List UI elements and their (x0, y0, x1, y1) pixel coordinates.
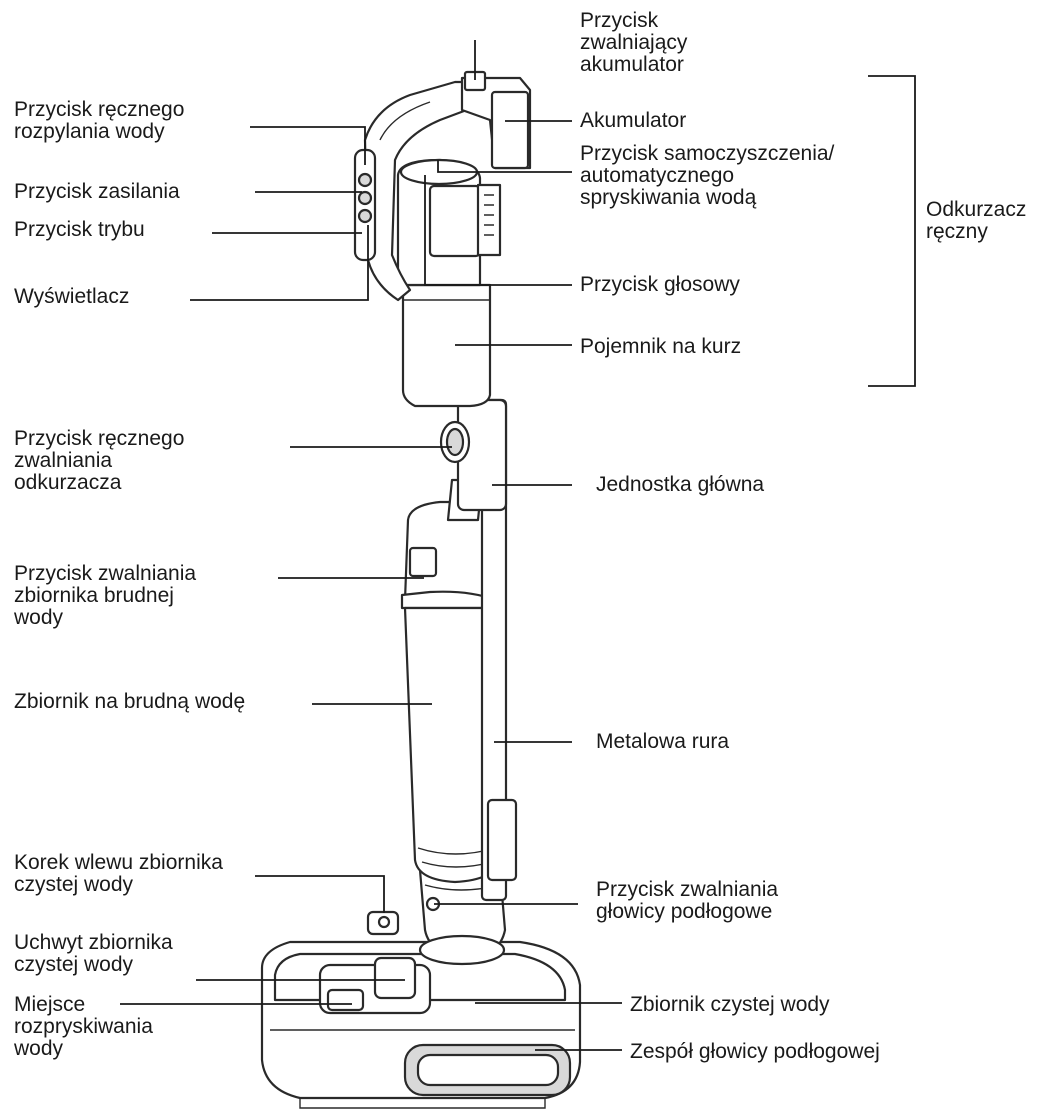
handheld-drawing (353, 70, 532, 408)
label-voice: Przycisk głosowy (580, 273, 740, 296)
label-manual-spray: Przycisk ręcznego rozpylania wody (14, 98, 185, 143)
label-self-clean: Przycisk samoczyszczenia/ automatycznego… (580, 142, 835, 209)
dirty-tank-drawing (400, 478, 502, 884)
label-clean-tank-handle: Uchwyt zbiornika czystej wody (14, 931, 173, 976)
label-dirty-tank-release: Przycisk zwalniania zbiornika brudnej wo… (14, 562, 197, 629)
label-dirty-tank: Zbiornik na brudną wodę (14, 690, 246, 713)
leader-cap (255, 875, 385, 913)
label-floor-head: Zespół głowicy podłogowej (630, 1040, 880, 1063)
label-mode: Przycisk trybu (14, 218, 145, 241)
main-tube-drawing (439, 398, 518, 902)
leader-lines (120, 40, 916, 1051)
label-floor-head-release: Przycisk zwalniania głowicy podłogowe (596, 878, 779, 923)
label-manual-release: Przycisk ręcznego zwalniania odkurzacza (14, 427, 185, 494)
label-battery-release: Przycisk zwalniający akumulator (580, 9, 688, 76)
label-main-unit: Jednostka główna (596, 473, 765, 496)
label-display: Wyświetlacz (14, 285, 130, 308)
leader-self-clean (437, 160, 572, 173)
label-dust-container: Pojemnik na kurz (580, 335, 742, 358)
leader-voice (424, 175, 572, 286)
label-power: Przycisk zasilania (14, 180, 180, 203)
label-metal-tube: Metalowa rura (596, 730, 730, 753)
label-clean-tank-cap: Korek wlewu zbiornika czystej wody (14, 851, 223, 896)
bracket-handheld (868, 75, 916, 387)
label-clean-tank: Zbiornik czystej wody (630, 993, 830, 1016)
clean-tank-handle-drawing (318, 910, 432, 1015)
leader-manual-spray (250, 126, 366, 165)
label-battery: Akumulator (580, 109, 687, 132)
label-handheld: Odkurzacz ręczny (926, 198, 1027, 243)
leader-display (190, 225, 369, 301)
label-spray-area: Miejsce rozpryskiwania wody (14, 993, 153, 1060)
